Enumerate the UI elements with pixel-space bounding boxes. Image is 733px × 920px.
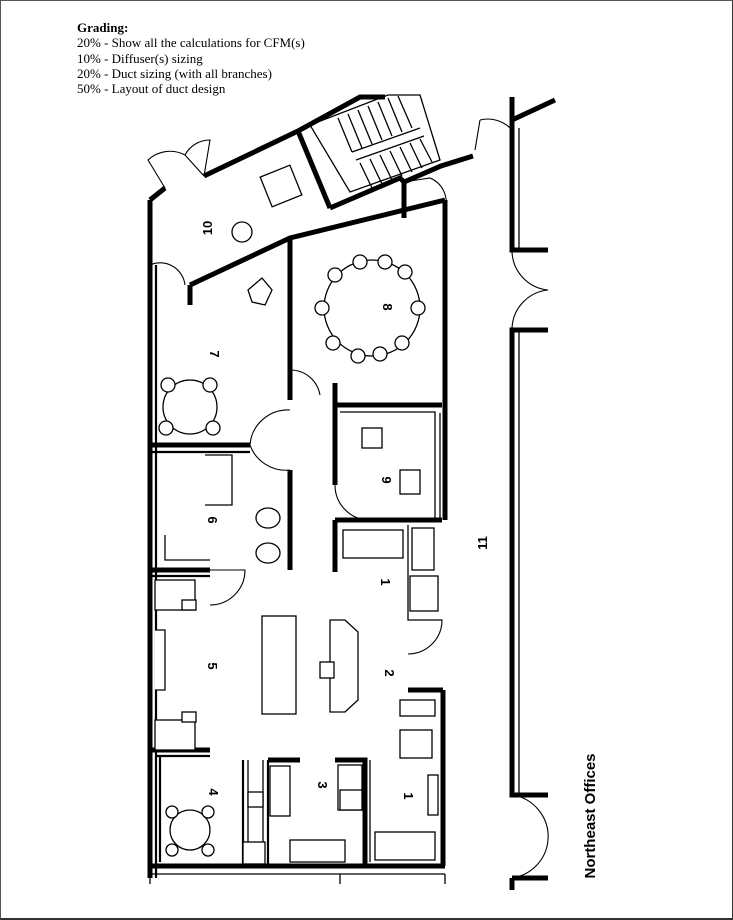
door-room8-lower [289, 369, 321, 396]
room5-chair-bottom [181, 711, 197, 723]
room2-reception-chair [319, 661, 335, 679]
grading-item-cfm: 20% - Show all the calculations for CFM(… [77, 35, 305, 51]
room3-top-wall-b [335, 757, 368, 866]
room9-chair-a [361, 427, 383, 449]
plan-title: Northeast Offices [582, 753, 599, 878]
door-corridor-bottom [511, 794, 549, 879]
room3-side-chair [339, 789, 363, 811]
room3-closet-box [247, 791, 264, 808]
door-corridor-mid [511, 249, 549, 331]
room2-reception-desk [329, 619, 359, 713]
room-labels: 10 8 7 9 6 11 1 2 5 3 1 4 [200, 221, 490, 800]
stair-outline [309, 94, 441, 193]
room-label-7: 7 [207, 350, 222, 357]
room7-lounge-chair [247, 277, 273, 306]
room9-top-wall [332, 383, 442, 408]
door-room8 [403, 177, 447, 211]
room8-chairs [314, 254, 426, 364]
room-label-11: 11 [475, 536, 490, 550]
room5-shelf [155, 629, 166, 691]
room1-bottom-shelf [427, 774, 439, 816]
room-label-8: 8 [380, 303, 395, 310]
grading-title: Grading: [77, 20, 129, 35]
door-room1-top [407, 619, 443, 655]
stair-landing-lines [351, 127, 425, 161]
door-corridor-top [474, 118, 513, 151]
room-label-5: 5 [205, 662, 220, 669]
furniture [154, 164, 439, 865]
stair-divider-wall [295, 130, 333, 209]
grading-item-diffuser: 10% - Diffuser(s) sizing [77, 50, 203, 66]
stairs [309, 94, 441, 193]
room6-desk-side [164, 535, 210, 561]
door-room7-room6 [249, 409, 291, 471]
door-room10-a [147, 150, 186, 189]
room3-sofa [289, 839, 346, 863]
room-label-6: 6 [205, 516, 220, 523]
room10-table [259, 164, 303, 208]
room3-desk [269, 765, 291, 817]
door-room6-room5 [209, 569, 246, 606]
room-label-4: 4 [206, 788, 221, 796]
room1-chair-top [409, 575, 439, 612]
stair-treads-lower [359, 138, 433, 189]
bottom-wall-ticks [149, 874, 446, 884]
door-room10-b [184, 139, 211, 177]
room10-chair [231, 221, 253, 243]
door-room7-top [149, 262, 186, 286]
room1-cabinet [411, 527, 435, 571]
room1-sofa-top [342, 529, 404, 559]
room-label-10: 10 [200, 221, 215, 235]
room1-bottom-sofa [374, 831, 436, 861]
room9-inner-line [340, 411, 436, 520]
room3-box [242, 841, 266, 865]
corridor-walls [509, 97, 557, 890]
corridor-wall-top-b [510, 97, 557, 123]
room-label-3: 3 [315, 781, 330, 788]
exterior-walls [147, 94, 474, 884]
room7-chairs [158, 377, 221, 436]
room2-chair [399, 729, 433, 759]
doors [147, 118, 549, 879]
interior-partitions [150, 370, 442, 866]
grading-item-layout: 50% - Layout of duct design [77, 81, 226, 97]
top-angled-wall [148, 94, 385, 202]
room6-chair-b [255, 542, 281, 564]
room7-table [162, 379, 218, 435]
room-label-2: 2 [382, 669, 397, 676]
grading-notes: Grading: 20% - Show all the calculations… [77, 20, 305, 96]
room-label-1-bottom: 1 [401, 792, 416, 799]
room5-desk-bottom [154, 719, 196, 751]
room-label-9: 9 [379, 476, 394, 483]
room2-cabinet [399, 699, 436, 717]
room6-chair-a [255, 507, 281, 529]
room2-bench [261, 615, 297, 715]
stair-treads-upper [337, 95, 413, 153]
room5-chair-top [181, 599, 197, 611]
room9-chair-b [399, 469, 421, 495]
corridor-wall-mid [509, 327, 548, 798]
door-room9 [334, 484, 369, 521]
room4-chairs [165, 805, 215, 857]
room6-desk-top [205, 454, 233, 506]
grading-item-duct: 20% - Duct sizing (with all branches) [77, 65, 272, 81]
room4-table [169, 809, 211, 851]
room-label-1-top: 1 [378, 578, 393, 585]
